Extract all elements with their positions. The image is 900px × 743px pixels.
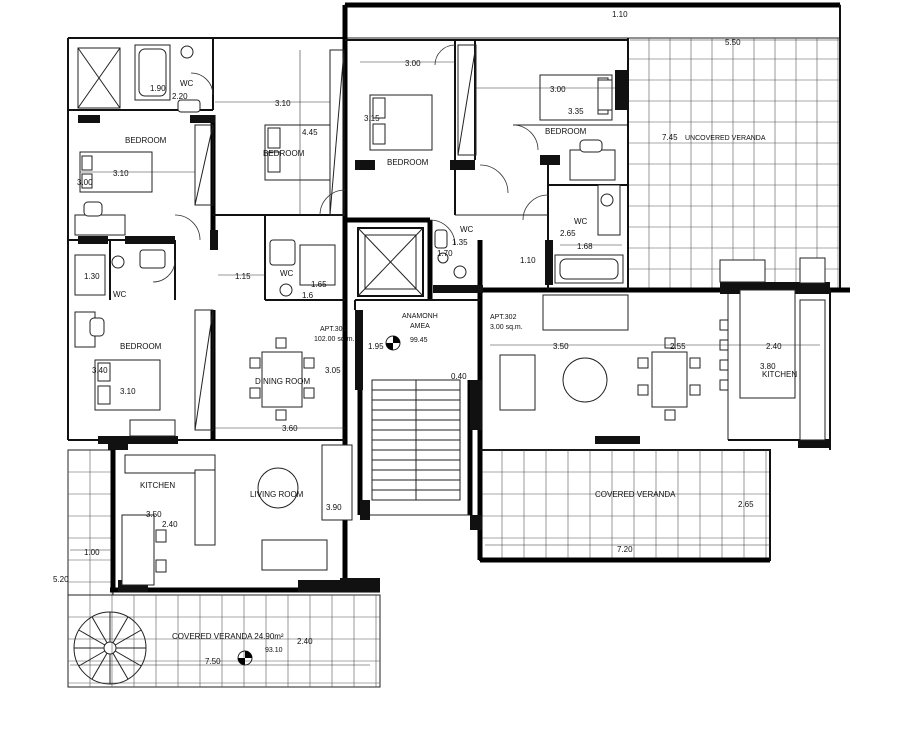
dim-label: 7.50: [205, 657, 221, 666]
spiral-stair-tread: [114, 629, 142, 646]
apt301-area: 102.00 sq.m.: [314, 336, 355, 343]
spiral-stair-tread: [112, 652, 129, 680]
dim-label: 2.20: [172, 92, 188, 101]
dim-label: 3.10: [113, 169, 129, 178]
dim-label: 3.80: [760, 362, 776, 371]
dim-label: 2.40: [162, 520, 178, 529]
main-walls: [67, 2, 850, 593]
dim-label: 1.10: [520, 256, 536, 265]
lift-accessible-label: ΑΜΕΑ: [410, 323, 430, 330]
spiral-stair-tread: [91, 616, 108, 644]
bedroom-ne-label: BEDROOM: [545, 127, 587, 136]
wc-c-label: WC: [280, 269, 294, 278]
dim-label: 2.65: [560, 229, 576, 238]
kitchen-units: [121, 257, 826, 586]
bedroom-nw-label: BEDROOM: [125, 136, 167, 145]
dim-label: 7.45: [662, 133, 678, 142]
wc-e-label: WC: [574, 217, 588, 226]
living-room-label: LIVING ROOM: [250, 490, 304, 499]
room-labels: BEDROOM BEDROOM BEDROOM BEDROOM BEDROOM …: [113, 79, 797, 654]
sofas: [257, 294, 629, 571]
dim-label: 2.40: [766, 342, 782, 351]
dim-label: 3.05: [325, 366, 341, 375]
spiral-stair-tread: [78, 629, 106, 646]
dim-label: 1.95: [368, 342, 384, 351]
dim-label: 7.20: [617, 545, 633, 554]
dim-label: 1.6: [302, 291, 314, 300]
door-swings: [152, 44, 549, 283]
wc-w-label: WC: [113, 290, 127, 299]
dim-label: 1.10: [612, 10, 628, 19]
wardrobes: [194, 44, 477, 431]
uncovered-veranda-area: [344, 4, 841, 289]
level-markers: [237, 335, 401, 666]
beds: [79, 74, 613, 411]
dim-label: 3.35: [568, 107, 584, 116]
apt302-area: 3.00 sq.m.: [490, 324, 523, 331]
level-stair: 99.45: [410, 337, 428, 344]
kitchen-west-label: KITCHEN: [140, 481, 175, 490]
dim-label: 2.40: [297, 637, 313, 646]
dim-label: 1.65: [311, 280, 327, 289]
kitchen-veranda-west-area: [67, 449, 114, 596]
lift-waiting-label: ΑΝΑΜΟΝΗ: [402, 313, 438, 320]
dim-label: 3.10: [120, 387, 136, 396]
dim-label: 2.65: [738, 500, 754, 509]
covered-veranda-south-area: [67, 594, 381, 688]
dim-label: 1.15: [235, 272, 251, 281]
spiral-stair-tread: [112, 616, 129, 644]
covered-veranda-east-area: [479, 449, 771, 561]
dim-label: 5.50: [725, 38, 741, 47]
dim-label: 3.50: [146, 510, 162, 519]
bedroom-n-label: BEDROOM: [263, 149, 305, 158]
dining-room-label: DINING ROOM: [255, 377, 310, 386]
dim-label: 3.15: [364, 114, 380, 123]
dim-label: 3.90: [326, 503, 342, 512]
wc-n-label: WC: [180, 79, 194, 88]
dimension-labels: 1.10 5.50 3.00 3.00 1.90 2.20 3.10 4.45 …: [53, 10, 782, 666]
spiral-stair-tread: [91, 652, 108, 680]
dim-label: 2.55: [670, 342, 686, 351]
dim-label: 1.70: [437, 249, 453, 258]
dim-label: 3.40: [92, 366, 108, 375]
kitchen-east-label: KITCHEN: [762, 370, 797, 379]
covered-veranda-east-label: COVERED VERANDA: [595, 490, 676, 499]
dim-label: 1.90: [150, 84, 166, 93]
dimension-lines: [70, 39, 840, 666]
spiral-stair-tread: [114, 650, 142, 667]
dim-label: 1.68: [577, 242, 593, 251]
dining-tables: [249, 337, 701, 421]
staircase: [371, 379, 461, 501]
dim-label: 3.50: [553, 342, 569, 351]
level-veranda: 93.10: [265, 647, 283, 654]
spiral-stair: [73, 611, 147, 685]
dim-label: 3.60: [282, 424, 298, 433]
bathroom-fixtures: [74, 44, 624, 297]
dim-label: 3.00: [77, 178, 93, 187]
wc-mid-label: WC: [460, 225, 474, 234]
desks: [74, 139, 616, 437]
bedroom-mid-label: BEDROOM: [387, 158, 429, 167]
dim-label: 4.45: [302, 128, 318, 137]
dim-label: 1.00: [84, 548, 100, 557]
dim-label: 3.00: [550, 85, 566, 94]
spiral-stair-tread: [78, 650, 106, 667]
apt301-label: APT.301: [320, 326, 347, 333]
covered-veranda-south-label: COVERED VERANDA 24.90m²: [172, 632, 284, 641]
apt302-label: APT.302: [490, 314, 517, 321]
dim-label: 3.00: [405, 59, 421, 68]
lift-shaft: [357, 227, 424, 297]
dim-label: 3.10: [275, 99, 291, 108]
dim-label: 1.30: [84, 272, 100, 281]
dim-label: 0.40: [451, 372, 467, 381]
dim-label: 1.35: [452, 238, 468, 247]
dim-label: 5.20: [53, 575, 69, 584]
uncovered-veranda-label: UNCOVERED VERANDA: [685, 135, 766, 142]
bedroom-w-label: BEDROOM: [120, 342, 162, 351]
